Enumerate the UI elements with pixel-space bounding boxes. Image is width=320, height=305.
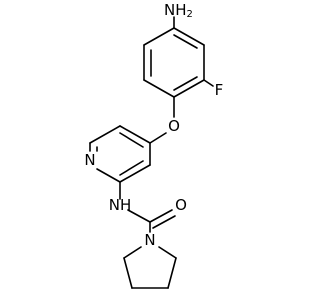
double-bond	[173, 34, 198, 49]
molecule-structure: NH2 F O N NH O N	[84, 1, 224, 289]
bond	[123, 246, 142, 259]
bond	[96, 168, 121, 183]
bond	[143, 79, 175, 98]
double-bond	[119, 132, 144, 148]
bond	[173, 27, 205, 46]
bond	[89, 125, 121, 144]
amide-nh-label: NH	[109, 196, 132, 214]
bond	[167, 257, 177, 289]
structure-canvas: NH2 F O N NH O N	[84, 1, 224, 289]
carbonyl-oxygen-label: O	[175, 196, 187, 214]
bond-ether-to-pyridine	[149, 132, 167, 144]
bond-to-fluorine	[203, 79, 214, 87]
double-bond	[119, 160, 144, 176]
bond	[119, 125, 151, 144]
bond	[119, 164, 151, 183]
pyrrolidine-ring	[123, 246, 177, 289]
bond	[143, 27, 175, 46]
bond	[123, 257, 133, 289]
pyridine-nitrogen-label: N	[84, 151, 95, 169]
aminofluorophenyl-ring	[143, 27, 205, 98]
double-bond	[173, 76, 198, 91]
amine-label: NH2	[164, 1, 193, 20]
bond	[173, 79, 205, 98]
svg-text:NH2: NH2	[164, 1, 193, 20]
carbonyl-double-bond	[149, 209, 173, 223]
fluorine-label: F	[215, 81, 224, 99]
bond	[158, 246, 177, 259]
bond-nh-to-carbonyl	[127, 209, 151, 223]
carbonyl-double-bond	[152, 215, 176, 229]
ether-oxygen-label: O	[168, 117, 180, 135]
pyridine-ring	[89, 125, 151, 183]
pyrrolidine-nitrogen-label: N	[144, 231, 155, 249]
